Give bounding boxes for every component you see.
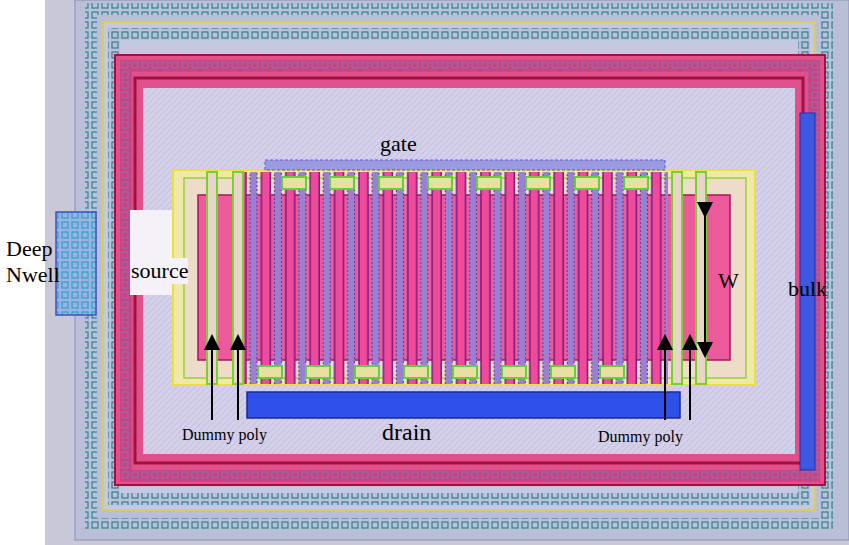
dummy-poly-label: Dummy poly <box>598 427 683 446</box>
source-label: source <box>131 258 188 284</box>
gate-label: gate <box>380 131 417 157</box>
drain-label: drain <box>382 418 431 447</box>
bulk-label: bulk <box>788 276 827 302</box>
dummy-poly-label: Dummy poly <box>182 425 267 444</box>
well-label: Deep Nwell <box>6 236 78 289</box>
width-label: W <box>718 268 739 294</box>
